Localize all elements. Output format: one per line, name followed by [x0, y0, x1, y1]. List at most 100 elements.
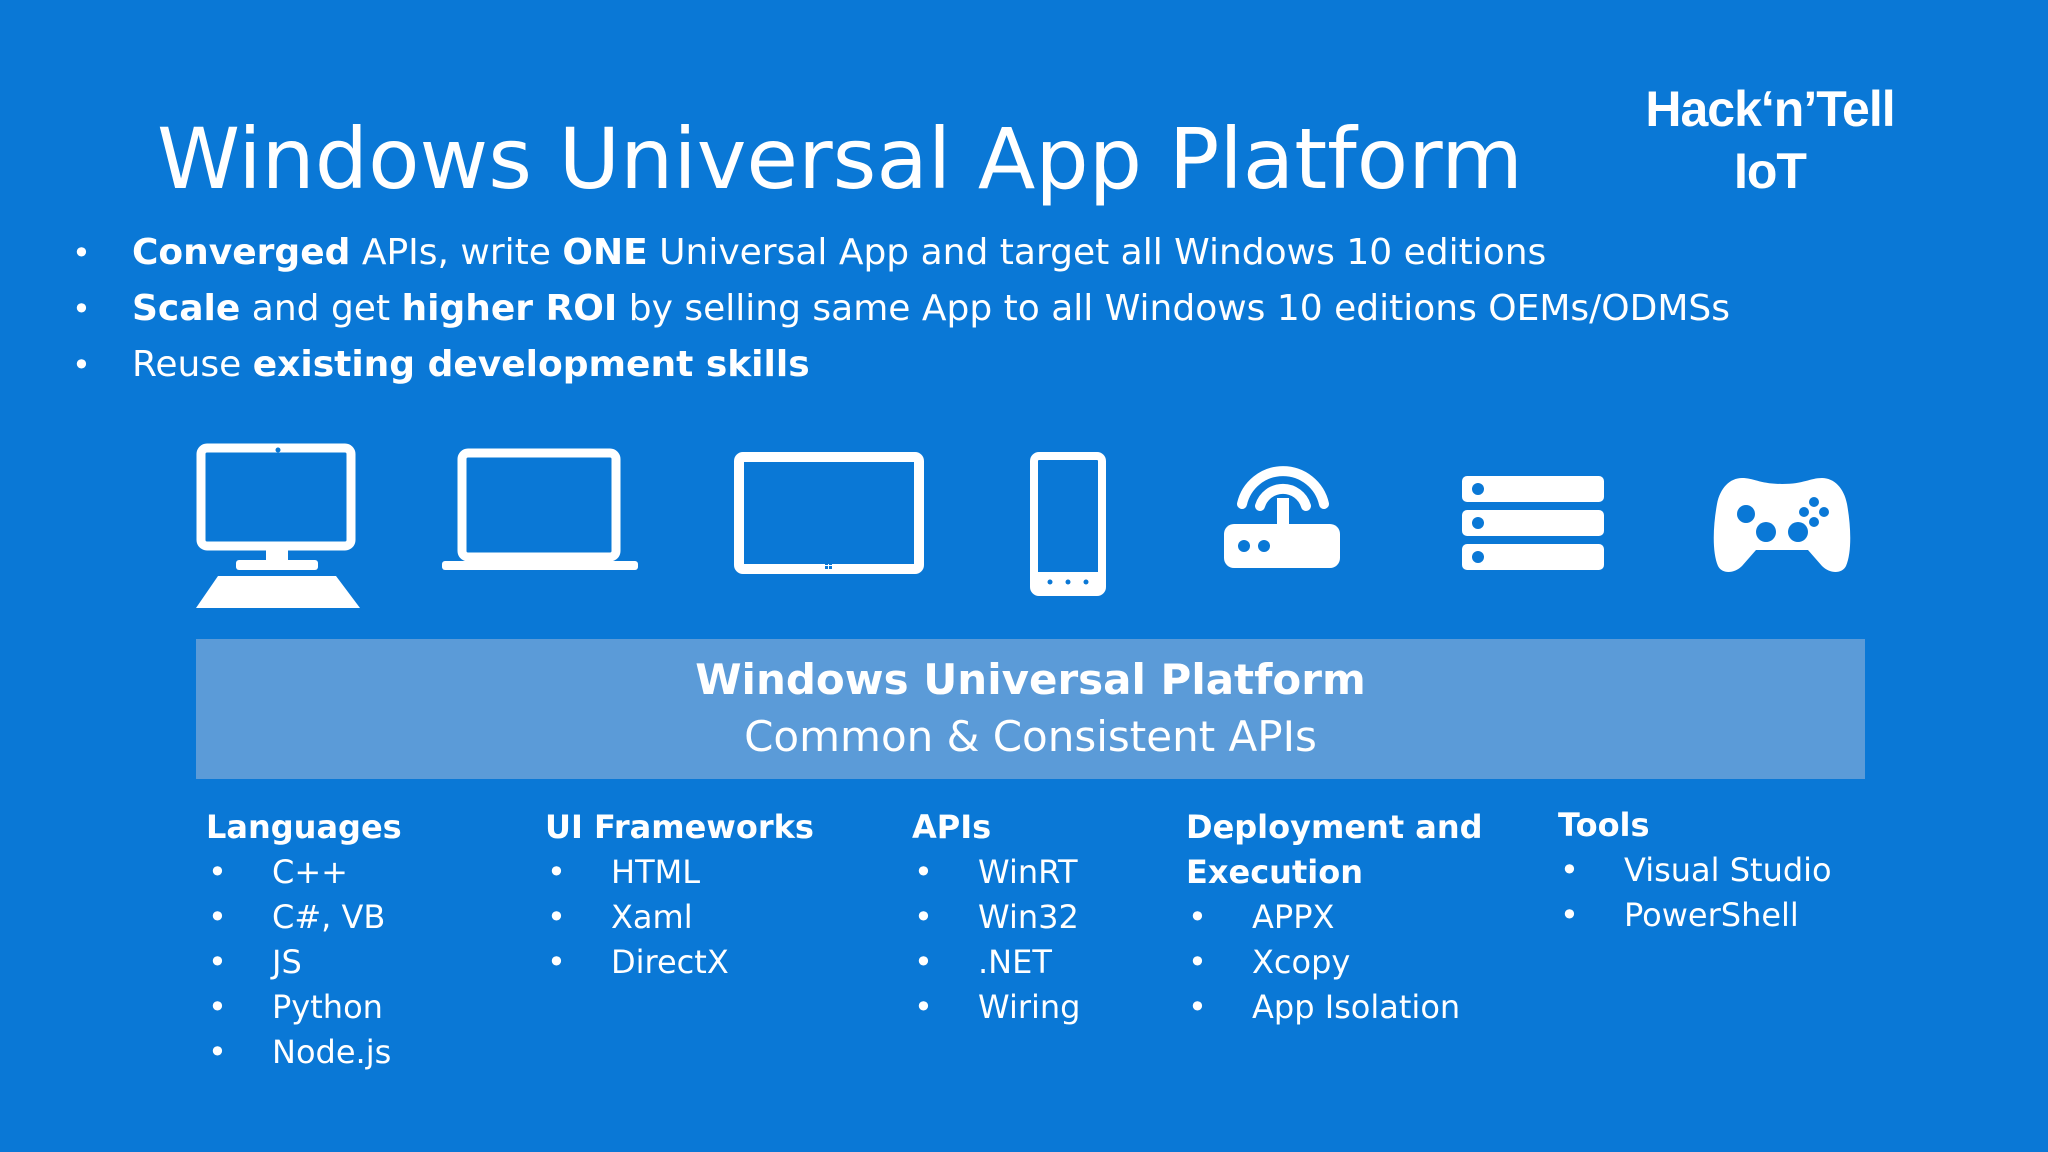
list-item: • C#, VB [206, 895, 402, 940]
bullet-dot: • [914, 898, 933, 936]
bullet-dot: • [1188, 898, 1207, 936]
list-item: • WinRT [912, 850, 1080, 895]
bullet-dot: • [208, 943, 227, 981]
bullet-emphasis: Scale [132, 288, 241, 329]
router-icon [1224, 452, 1340, 570]
column-heading: Languages [206, 808, 402, 846]
column-ui-frameworks: UI Frameworks • HTML • Xaml • DirectX [545, 805, 814, 985]
bullet-text: Scale and get higher ROI by selling same… [132, 288, 1730, 329]
bullet-dot: • [72, 290, 91, 328]
column-languages: Languages • C++ • C#, VB • JS • Python • Node.js [206, 805, 402, 1075]
bullet-dot: • [208, 898, 227, 936]
list-item-label: C#, VB [272, 898, 386, 936]
bullet-dot: • [914, 988, 933, 1026]
column-heading-line: Deployment and [1186, 808, 1483, 846]
server-icon [1462, 476, 1604, 570]
column-list: • WinRT • Win32 • .NET • Wiring [912, 850, 1080, 1030]
bullet-text-segment: by selling same App to all Windows 10 ed… [617, 288, 1731, 329]
phone-icon [1030, 452, 1106, 596]
bullet-text-segment: Reuse [132, 344, 253, 385]
list-item: • Xaml [545, 895, 814, 940]
column-heading: Tools [1558, 806, 1650, 844]
column-tools: Tools • Visual Studio • PowerShell [1558, 803, 1832, 938]
bullet-dot: • [1560, 896, 1579, 934]
list-item-label: DirectX [611, 943, 729, 981]
bullet-text-segment: APIs, write [350, 232, 563, 273]
tablet-icon [734, 452, 924, 574]
slide-title: Windows Universal App Platform [157, 110, 1523, 208]
bullet-dot: • [208, 853, 227, 891]
bullet-item: • Converged APIs, write ONE Universal App… [70, 232, 1970, 288]
column-apis: APIs • WinRT • Win32 • .NET • Wiring [912, 805, 1080, 1030]
list-item-label: Wiring [978, 988, 1081, 1026]
bullet-text-segment: Universal App and target all Windows 10 … [647, 232, 1547, 273]
bullet-text: Reuse existing development skills [132, 344, 810, 385]
list-item: • Win32 [912, 895, 1080, 940]
column-list: • HTML • Xaml • DirectX [545, 850, 814, 985]
bullet-emphasis: Converged [132, 232, 351, 273]
list-item: • PowerShell [1558, 893, 1832, 938]
list-item-label: Node.js [272, 1033, 392, 1071]
bullet-dot: • [914, 943, 933, 981]
column-heading: UI Frameworks [545, 808, 814, 846]
list-item: • .NET [912, 940, 1080, 985]
list-item-label: Xaml [611, 898, 693, 936]
list-item: •App Isolation [1186, 985, 1483, 1030]
list-item: • Visual Studio [1558, 848, 1832, 893]
list-item: • Node.js [206, 1030, 402, 1075]
bullet-emphasis: higher ROI [401, 288, 618, 329]
bullet-dot: • [208, 1033, 227, 1071]
list-item-label: Xcopy [1252, 943, 1351, 981]
bullet-text-segment: and get [240, 288, 402, 329]
list-item: • C++ [206, 850, 402, 895]
platform-bar: Windows Universal Platform Common & Cons… [196, 639, 1865, 779]
bullet-dot: • [914, 853, 933, 891]
bullet-dot: • [1188, 988, 1207, 1026]
list-item-label: PowerShell [1624, 896, 1799, 934]
bullet-emphasis: existing development skills [252, 344, 810, 385]
platform-title: Windows Universal Platform [695, 655, 1366, 704]
list-item: • APPX [1186, 895, 1483, 940]
bullet-dot: • [72, 234, 91, 272]
list-item-label: Win32 [978, 898, 1079, 936]
list-item: • DirectX [545, 940, 814, 985]
list-item: • Python [206, 985, 402, 1030]
list-item: • Xcopy [1186, 940, 1483, 985]
bullet-dot: • [547, 898, 566, 936]
bullet-item: • Scale and get higher ROI by selling sam… [70, 288, 1970, 344]
desktop-icon [196, 440, 360, 608]
bullet-dot: • [1560, 851, 1579, 889]
list-item-label: JS [272, 943, 302, 981]
gamepad-icon [1712, 474, 1852, 574]
list-item-label: Python [272, 988, 383, 1026]
bullet-list: • Converged APIs, write ONE Universal App… [70, 232, 1970, 400]
list-item-label: Visual Studio [1624, 851, 1832, 889]
hackntell-iot-logo: Hack‘n’Tell IoT [1620, 78, 1920, 202]
list-item-label: WinRT [978, 853, 1078, 891]
bullet-dot: • [1188, 943, 1207, 981]
column-list: • C++ • C#, VB • JS • Python • Node.js [206, 850, 402, 1075]
list-item-label: .NET [978, 943, 1052, 981]
bullet-text: Converged APIs, write ONE Universal App … [132, 232, 1546, 273]
list-item-label: HTML [611, 853, 701, 891]
bullet-emphasis: ONE [562, 232, 648, 273]
bullet-item: • Reuse existing development skills [70, 344, 1970, 400]
bullet-dot: • [547, 943, 566, 981]
list-item-label: APPX [1252, 898, 1335, 936]
bullet-dot: • [72, 346, 91, 384]
list-item-label: C++ [272, 853, 348, 891]
column-heading: APIs [912, 808, 992, 846]
logo-line-1: Hack‘n’Tell [1645, 81, 1895, 137]
column-list: • Visual Studio • PowerShell [1558, 848, 1832, 938]
device-icons-row [0, 440, 2048, 620]
column-heading-line: Execution [1186, 853, 1363, 891]
bullet-dot: • [208, 988, 227, 1026]
bullet-dot: • [547, 853, 566, 891]
column-list: • APPX • Xcopy •App Isolation [1186, 895, 1483, 1030]
logo-line-2: IoT [1734, 143, 1807, 199]
platform-subtitle: Common & Consistent APIs [744, 712, 1317, 761]
list-item: • HTML [545, 850, 814, 895]
